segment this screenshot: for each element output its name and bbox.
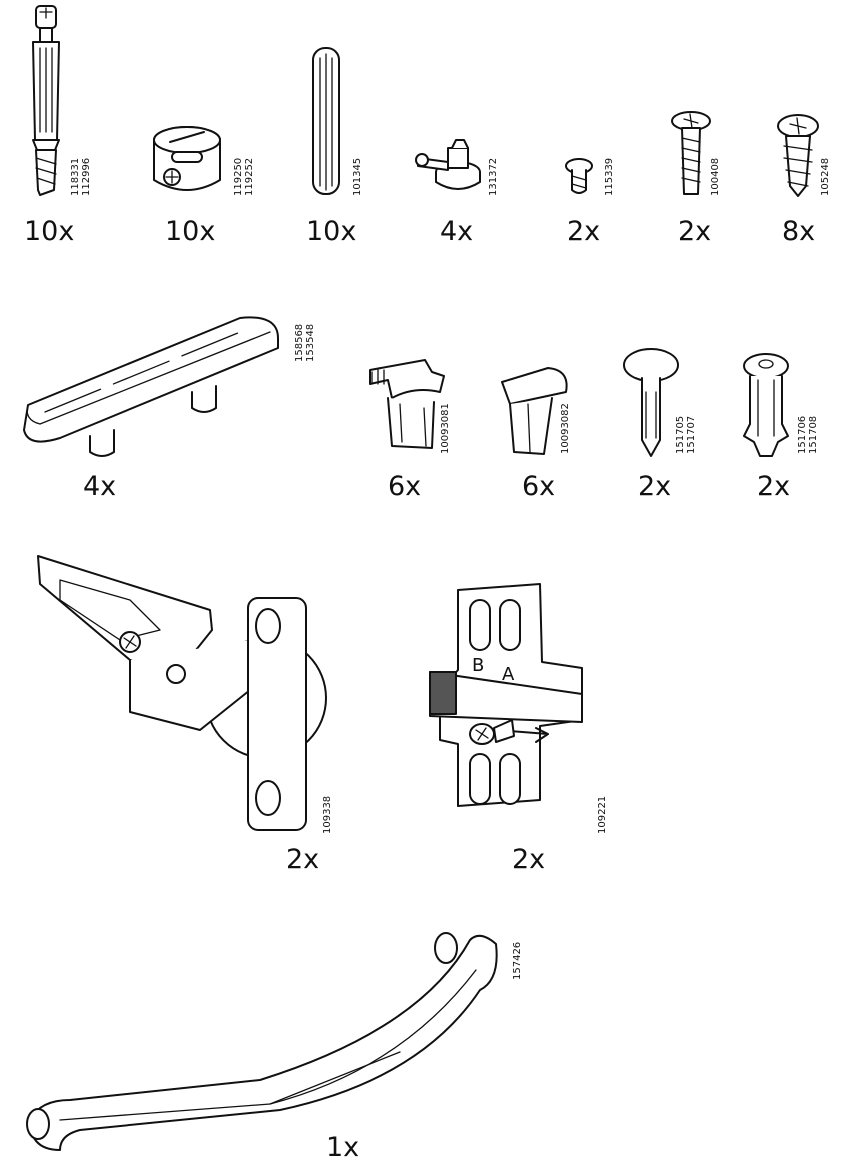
part-code: 10093081 — [440, 403, 451, 454]
cam-bolt-code: 118331 112996 — [70, 158, 92, 196]
wood-screw-code: 105248 — [820, 158, 831, 196]
shelf-support-qty: 4x — [83, 471, 117, 502]
part-code: 10093082 — [560, 403, 571, 454]
machine-screw-drawing — [671, 111, 711, 195]
wood-screw-drawing — [777, 114, 819, 197]
plug-cap-qty: 2x — [638, 471, 672, 502]
part-code: 151707 — [686, 415, 697, 454]
part-code: 131372 — [488, 157, 499, 196]
shelf-support-code: 158568 153548 — [294, 324, 316, 362]
clip-b-drawing — [501, 367, 568, 455]
dowel-code: 101345 — [352, 158, 363, 196]
wood-screw-qty: 8x — [782, 216, 816, 247]
connector-code: 131372 — [488, 158, 499, 196]
part-code: 157426 — [512, 941, 523, 980]
hinge-qty: 2x — [286, 844, 320, 875]
clip-b-qty: 6x — [522, 471, 556, 502]
dowel-drawing — [312, 47, 340, 195]
dowel-qty: 10x — [306, 216, 357, 247]
plug-cap-drawing — [623, 348, 679, 457]
part-code: 158568 — [294, 323, 305, 362]
small-screw-qty: 2x — [567, 216, 601, 247]
cam-lock-drawing — [153, 126, 221, 191]
mounting-plate-code: 109221 — [597, 796, 608, 834]
small-screw-code: 115339 — [604, 158, 615, 196]
part-code: 115339 — [604, 157, 615, 196]
machine-screw-code: 100408 — [710, 158, 721, 196]
part-code: 100408 — [710, 157, 721, 196]
part-code: 109338 — [322, 795, 333, 834]
part-code: 105248 — [820, 157, 831, 196]
part-code: 118331 — [70, 157, 81, 196]
part-code: 153548 — [305, 323, 316, 362]
hinge-code: 109338 — [322, 796, 333, 834]
handle-code: 157426 — [512, 942, 523, 980]
mounting-plate-drawing — [429, 583, 583, 807]
clip-b-code: 10093082 — [560, 403, 571, 454]
part-code: 112996 — [81, 157, 92, 196]
expansion-plug-code: 151706 151708 — [797, 416, 819, 454]
clip-a-code: 10093081 — [440, 403, 451, 454]
part-code: 119250 — [233, 157, 244, 196]
mounting-plate-label-b: B — [472, 655, 485, 676]
small-screw-drawing — [565, 158, 593, 194]
connector-drawing — [415, 139, 481, 190]
expansion-plug-qty: 2x — [757, 471, 791, 502]
machine-screw-qty: 2x — [678, 216, 712, 247]
part-code: 119252 — [244, 157, 255, 196]
part-code: 151708 — [808, 415, 819, 454]
cam-lock-code: 119250 119252 — [233, 158, 255, 196]
expansion-plug-drawing — [743, 353, 789, 457]
cam-bolt-drawing — [32, 5, 60, 196]
clip-a-qty: 6x — [388, 471, 422, 502]
part-code: 109221 — [597, 795, 608, 834]
hinge-drawing — [37, 555, 327, 831]
part-code: 151706 — [797, 415, 808, 454]
cam-bolt-qty: 10x — [24, 216, 75, 247]
shelf-support-drawing — [23, 316, 279, 457]
connector-qty: 4x — [440, 216, 474, 247]
handle-qty: 1x — [326, 1132, 360, 1163]
mounting-plate-label-a: A — [502, 664, 515, 685]
mounting-plate-qty: 2x — [512, 844, 546, 875]
clip-a-drawing — [369, 359, 445, 449]
plug-cap-code: 151705 151707 — [675, 416, 697, 454]
cam-lock-qty: 10x — [165, 216, 216, 247]
part-code: 101345 — [352, 157, 363, 196]
handle-drawing — [26, 932, 498, 1151]
part-code: 151705 — [675, 415, 686, 454]
